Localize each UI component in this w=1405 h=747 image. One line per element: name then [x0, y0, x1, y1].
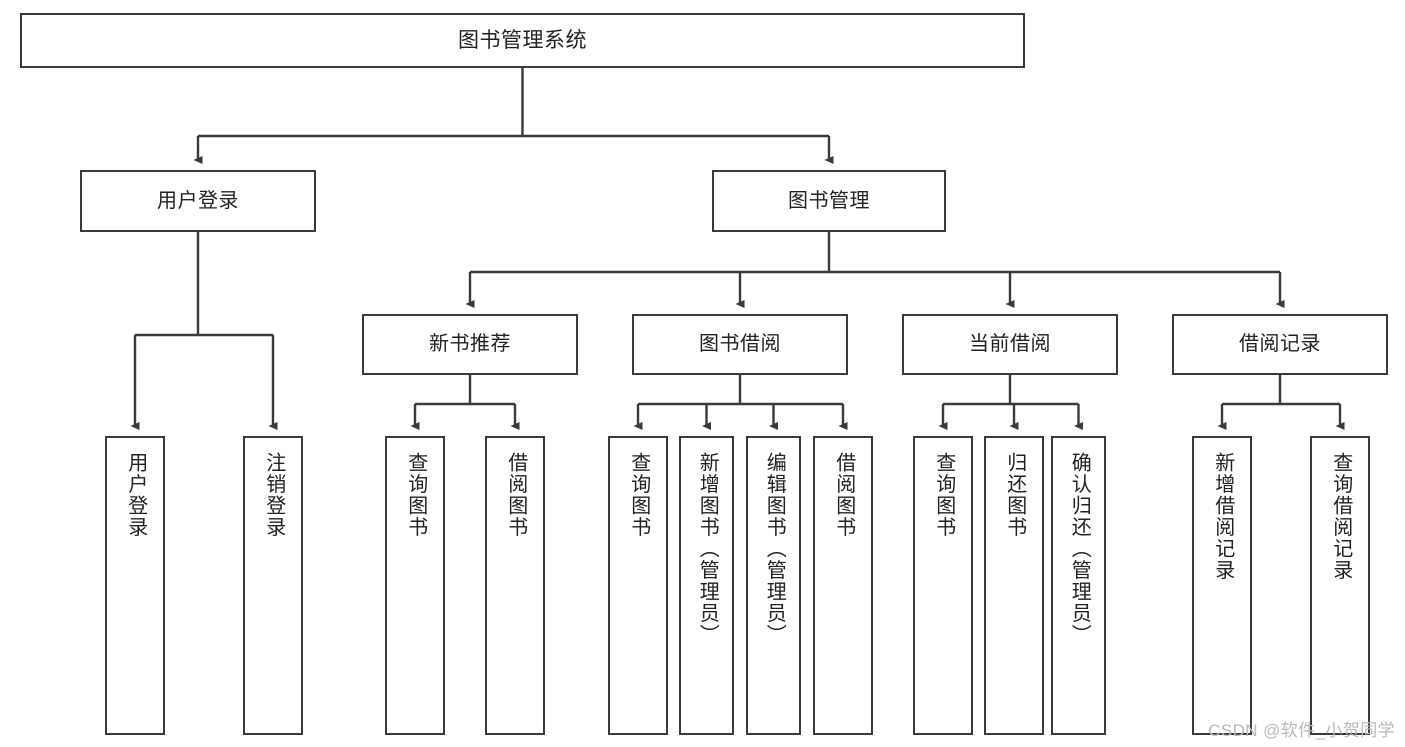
node-label: 借阅记录 — [1239, 333, 1321, 356]
node-label: 编辑图书（管理员） — [763, 452, 786, 646]
node-label: 图书借阅 — [699, 333, 781, 356]
node-leaf-borrow-book-2[interactable]: 借阅图书 — [813, 436, 873, 735]
node-leaf-query-book-3[interactable]: 查询图书 — [913, 436, 973, 735]
node-label: 当前借阅 — [969, 333, 1051, 356]
node-label: 图书管理 — [788, 189, 870, 212]
node-borrow-record[interactable]: 借阅记录 — [1172, 314, 1388, 375]
node-leaf-query-book-2[interactable]: 查询图书 — [608, 436, 668, 735]
node-leaf-edit-book[interactable]: 编辑图书（管理员） — [746, 436, 801, 735]
node-label: 确认归还（管理员） — [1068, 452, 1091, 646]
node-new-book-recommend[interactable]: 新书推荐 — [362, 314, 578, 375]
csdn-watermark: CSDN @软件_小贺同学 — [1208, 721, 1395, 740]
node-label: 用户登录 — [157, 189, 239, 212]
node-user-login[interactable]: 用户登录 — [80, 170, 316, 232]
node-current-borrow[interactable]: 当前借阅 — [902, 314, 1118, 375]
node-book-manage[interactable]: 图书管理 — [712, 170, 946, 232]
node-label: 图书管理系统 — [458, 28, 587, 52]
node-label: 归还图书 — [1003, 452, 1026, 538]
node-leaf-borrow-book-1[interactable]: 借阅图书 — [485, 436, 545, 735]
node-label: 用户登录 — [124, 452, 147, 538]
node-label: 查询借阅记录 — [1329, 452, 1352, 581]
node-label: 查询图书 — [627, 452, 650, 538]
node-label: 新书推荐 — [429, 333, 511, 356]
node-leaf-add-book[interactable]: 新增图书（管理员） — [679, 436, 734, 735]
node-label: 注销登录 — [262, 452, 285, 538]
node-leaf-return-book[interactable]: 归还图书 — [984, 436, 1044, 735]
node-leaf-confirm-return[interactable]: 确认归还（管理员） — [1051, 436, 1106, 735]
node-leaf-logout-login[interactable]: 注销登录 — [243, 436, 303, 735]
node-label: 新增图书（管理员） — [696, 452, 719, 646]
node-leaf-user-login[interactable]: 用户登录 — [105, 436, 165, 735]
node-leaf-add-record[interactable]: 新增借阅记录 — [1192, 436, 1252, 735]
node-label: 借阅图书 — [832, 452, 855, 538]
node-label: 借阅图书 — [504, 452, 527, 538]
node-label: 新增借阅记录 — [1211, 452, 1234, 581]
node-root[interactable]: 图书管理系统 — [20, 13, 1025, 68]
node-label: 查询图书 — [404, 452, 427, 538]
node-leaf-query-record[interactable]: 查询借阅记录 — [1310, 436, 1370, 735]
node-label: 查询图书 — [932, 452, 955, 538]
node-book-borrow[interactable]: 图书借阅 — [632, 314, 848, 375]
node-leaf-query-book-1[interactable]: 查询图书 — [385, 436, 445, 735]
